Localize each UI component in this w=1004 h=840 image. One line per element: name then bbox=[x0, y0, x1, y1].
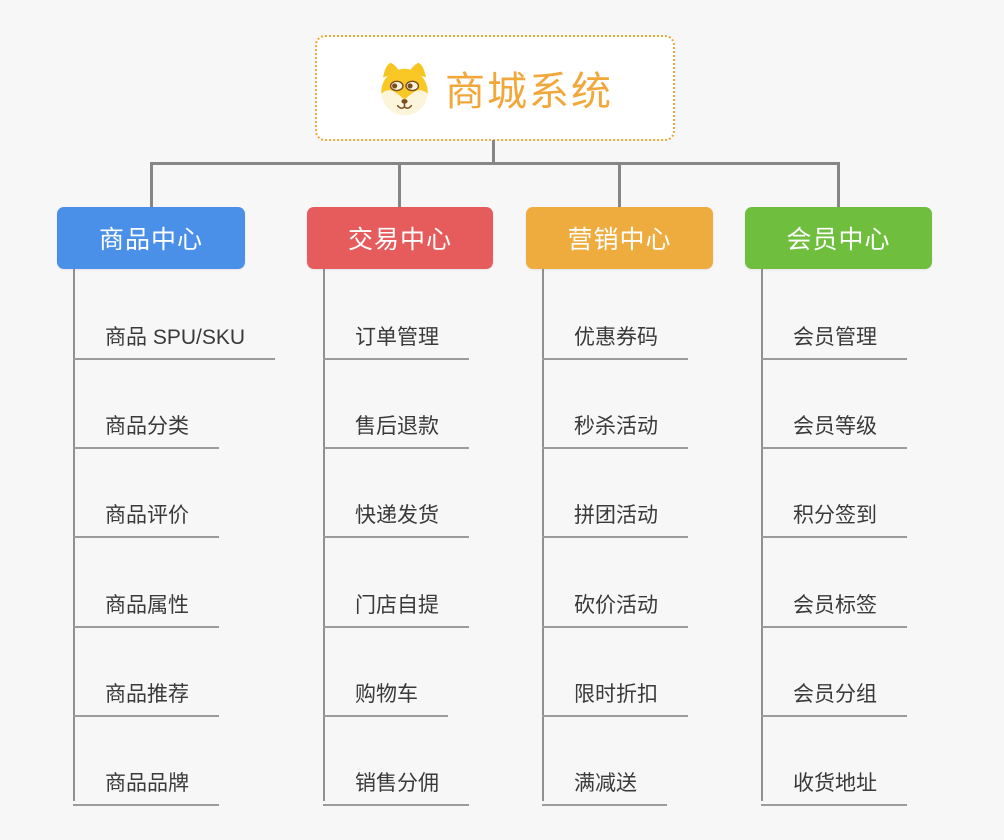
child-topic[interactable]: 购物车 bbox=[323, 664, 448, 717]
branch-spine bbox=[323, 269, 325, 801]
child-topic[interactable]: 积分签到 bbox=[761, 485, 907, 538]
child-topic-label: 会员标签 bbox=[793, 594, 877, 617]
child-topic-label: 购物车 bbox=[355, 683, 418, 706]
branch-node-2[interactable]: 交易中心 bbox=[307, 207, 493, 269]
child-topic-label: 商品分类 bbox=[105, 415, 189, 438]
child-topic-label: 优惠券码 bbox=[574, 326, 658, 349]
child-topic-label: 秒杀活动 bbox=[574, 415, 658, 438]
child-topic-label: 砍价活动 bbox=[574, 594, 658, 617]
branch-node-4[interactable]: 会员中心 bbox=[745, 207, 932, 269]
branch-column-4: 会员中心会员管理会员等级积分签到会员标签会员分组收货地址 bbox=[745, 207, 932, 807]
branch-column-1: 商品中心商品 SPU/SKU 商品分类商品评价商品属性商品推荐商品品牌 bbox=[57, 207, 276, 807]
branch-spine bbox=[761, 269, 763, 801]
child-topic-label: 商品评价 bbox=[105, 504, 189, 527]
child-topic[interactable]: 门店自提 bbox=[323, 575, 469, 628]
child-topic[interactable]: 满减送 bbox=[542, 753, 667, 806]
connector-drop-4 bbox=[837, 164, 840, 207]
child-topic[interactable]: 砍价活动 bbox=[542, 575, 688, 628]
root-node[interactable]: 商城系统 bbox=[315, 35, 675, 141]
child-topic[interactable]: 商品品牌 bbox=[73, 753, 219, 806]
child-topic-label: 会员管理 bbox=[793, 326, 877, 349]
dog-face-icon bbox=[381, 62, 428, 115]
child-topic[interactable]: 销售分佣 bbox=[323, 753, 469, 806]
child-topic[interactable]: 会员等级 bbox=[761, 396, 907, 449]
child-topic[interactable]: 秒杀活动 bbox=[542, 396, 688, 449]
child-topic-label: 订单管理 bbox=[355, 326, 439, 349]
child-topic[interactable]: 商品分类 bbox=[73, 396, 219, 449]
child-topic[interactable]: 商品 SPU/SKU bbox=[73, 307, 276, 360]
child-topic-label: 商品 SPU/SKU bbox=[105, 326, 246, 349]
child-topic[interactable]: 会员标签 bbox=[761, 575, 907, 628]
child-topic-label: 商品属性 bbox=[105, 594, 189, 617]
child-topic[interactable]: 商品推荐 bbox=[73, 664, 219, 717]
child-topic-label: 售后退款 bbox=[355, 415, 439, 438]
child-topic-label: 商品品牌 bbox=[105, 772, 189, 795]
branch-spine bbox=[542, 269, 544, 801]
child-topic-label: 拼团活动 bbox=[574, 504, 658, 527]
child-topic-label: 会员分组 bbox=[793, 683, 877, 706]
child-topic[interactable]: 收货地址 bbox=[761, 753, 907, 806]
child-topic-label: 收货地址 bbox=[793, 772, 877, 795]
branch-column-3: 营销中心优惠券码秒杀活动拼团活动砍价活动限时折扣满减送 bbox=[526, 207, 713, 807]
child-topic-label: 满减送 bbox=[574, 772, 637, 795]
child-topic-label: 快递发货 bbox=[355, 504, 439, 527]
root-title: 商城系统 bbox=[445, 70, 613, 114]
branch-column-2: 交易中心订单管理售后退款快递发货门店自提购物车销售分佣 bbox=[307, 207, 493, 807]
child-topic-label: 会员等级 bbox=[793, 415, 877, 438]
child-topic[interactable]: 商品评价 bbox=[73, 485, 219, 538]
child-topic[interactable]: 订单管理 bbox=[323, 307, 469, 360]
child-topic[interactable]: 快递发货 bbox=[323, 485, 469, 538]
child-topic[interactable]: 拼团活动 bbox=[542, 485, 688, 538]
child-topic[interactable]: 限时折扣 bbox=[542, 664, 688, 717]
child-topic-label: 门店自提 bbox=[355, 594, 439, 617]
branch-spine bbox=[73, 269, 75, 801]
child-topic-label: 商品推荐 bbox=[105, 683, 189, 706]
branch-node-1[interactable]: 商品中心 bbox=[57, 207, 245, 269]
branch-node-3[interactable]: 营销中心 bbox=[526, 207, 713, 269]
child-topic-label: 限时折扣 bbox=[574, 683, 658, 706]
child-topic-label: 积分签到 bbox=[793, 504, 877, 527]
connector-bus bbox=[150, 162, 840, 165]
child-topic[interactable]: 会员管理 bbox=[761, 307, 907, 360]
connector-drop-1 bbox=[150, 164, 153, 207]
child-topic[interactable]: 优惠券码 bbox=[542, 307, 688, 360]
child-topic[interactable]: 会员分组 bbox=[761, 664, 907, 717]
child-topic[interactable]: 商品属性 bbox=[73, 575, 219, 628]
connector-drop-3 bbox=[618, 164, 621, 207]
connector-drop-2 bbox=[398, 164, 401, 207]
connector-root-stem bbox=[492, 140, 495, 164]
child-topic[interactable]: 售后退款 bbox=[323, 396, 469, 449]
child-topic-label: 销售分佣 bbox=[355, 772, 439, 795]
